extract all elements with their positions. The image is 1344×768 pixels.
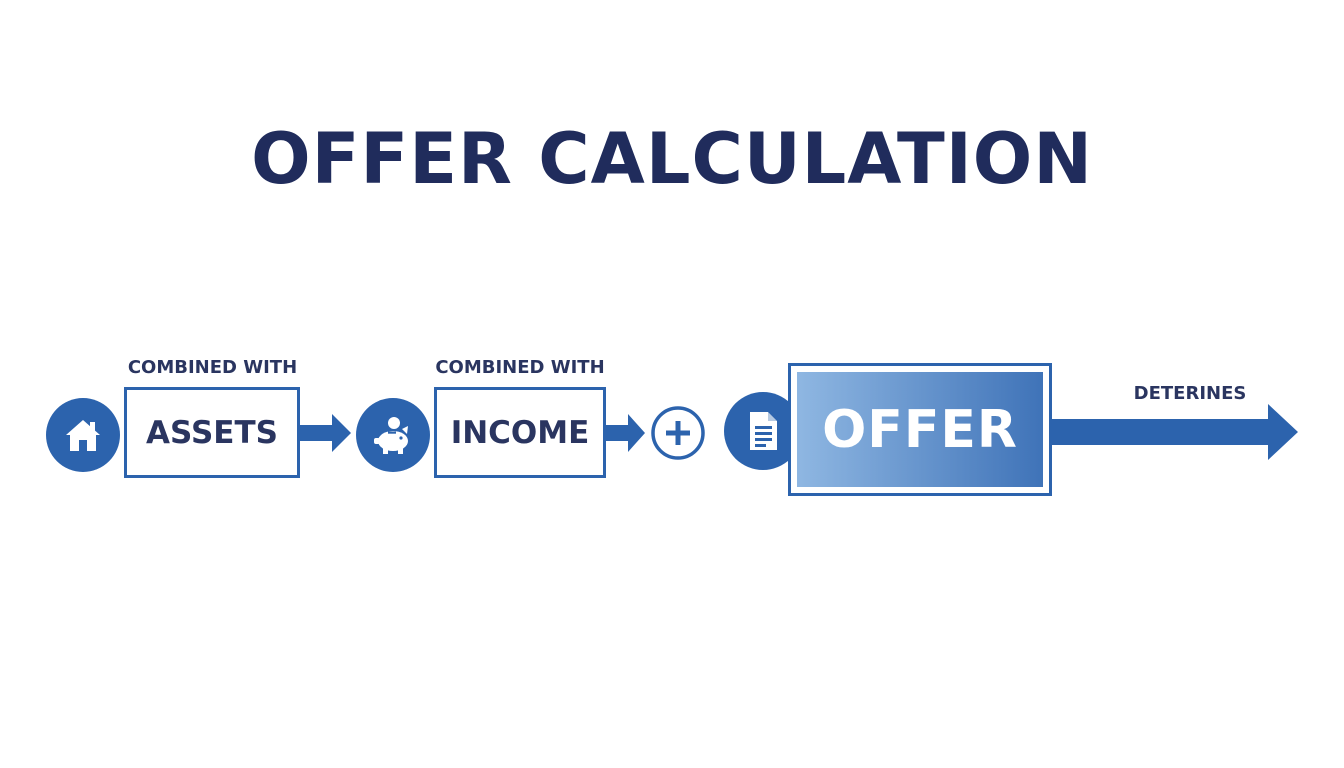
income-box: INCOME (434, 387, 606, 478)
offer-box-fill: OFFER (797, 372, 1043, 487)
plus-icon (650, 405, 706, 461)
arrow-assets-to-income (300, 414, 351, 452)
house-icon (46, 398, 120, 472)
arrow-income-to-plus (606, 414, 645, 452)
assets-label: ASSETS (146, 414, 278, 451)
page-title: OFFER CALCULATION (251, 118, 1093, 200)
offer-box: OFFER (788, 363, 1052, 496)
piggy-bank-icon (356, 398, 430, 472)
result-arrow-caption: DETERINES (1133, 383, 1247, 404)
income-label: INCOME (450, 414, 590, 451)
assets-box: ASSETS (124, 387, 300, 478)
step-caption-income: COMBINED WITH (435, 357, 605, 378)
result-arrow (1052, 404, 1298, 460)
offer-label: OFFER (822, 399, 1018, 460)
step-caption-assets: COMBINED WITH (127, 357, 298, 378)
